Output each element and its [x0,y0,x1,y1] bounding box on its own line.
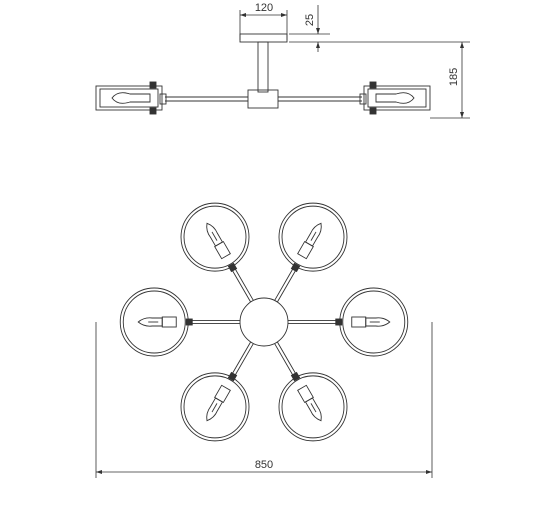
dimension-total-height [330,41,470,119]
dim-label-top-width: 120 [255,2,273,14]
shade-inner-lower-right [281,375,345,439]
lamp-right-side [359,81,431,115]
arm-clip [290,371,301,382]
arm-rod-upper-right-1 [276,268,297,303]
arrow-bottom [460,112,464,118]
shade-inner-lower-left [183,375,247,439]
shade-left-inner [99,88,159,108]
shade-left-side [95,85,163,111]
candle-bulb-icon [290,371,322,422]
dim-label-total-height: 185 [448,68,460,86]
dimension-top-width [239,10,288,40]
shade-lower-right [278,372,348,442]
lamp-arm-lower-left [180,341,254,442]
bulb-glass [304,397,322,422]
lamp-arm-right [288,287,409,357]
arrow-width-right [426,470,432,474]
shade-lower-left [180,372,250,442]
socket-left-side [159,93,167,105]
arrow-right [281,13,287,17]
filament [310,403,317,413]
lamp-left-side [95,81,167,115]
arrow-width-left [96,470,102,474]
lamp-arm-upper-left [180,202,254,303]
side-view [95,33,431,115]
dim-label-overall-width: 850 [255,459,273,471]
hub-side [247,89,279,109]
bulb-left-side [111,92,151,104]
bulb-glass [365,317,391,327]
clip-right-top [369,81,377,89]
socket [161,316,177,328]
socket [214,384,231,404]
socket [297,240,314,260]
clip-left-top [149,81,157,89]
arm-clip [185,318,193,326]
dim-label-canopy-height: 25 [304,14,316,26]
socket [351,316,367,328]
bulb-right-side [375,92,415,104]
socket [297,384,314,404]
clip-right-bottom [369,107,377,115]
dimension-overall-width [95,322,433,478]
arm-clip [227,371,238,382]
arm-rod-lower-left-0 [233,343,254,377]
candle-bulb-icon [206,222,238,273]
arm-rod-upper-right-0 [274,267,295,301]
filament [310,231,317,241]
arrow-up [316,42,320,48]
candle-bulb-icon [290,222,322,273]
shade-right-side [363,85,431,111]
canopy-plate [239,33,288,43]
arm-clip [335,318,343,326]
plan-view [119,202,409,442]
arms-group [119,202,409,442]
stem [257,41,269,93]
shade-inner-upper-right [281,205,345,269]
lamp-arm-lower-right [274,341,348,442]
filament [211,403,218,413]
shade-inner-upper-left [183,205,247,269]
bulb-glass [206,397,224,422]
arm-rod-upper-left-1 [233,267,254,301]
filament [211,231,218,241]
shade-inner-right [342,290,406,354]
arm-rod-lower-right-1 [274,343,295,377]
candle-bulb-icon [206,371,238,422]
shade-upper-right [278,202,348,272]
bulb-glass [304,222,322,247]
arm-rod-lower-left-1 [231,341,252,376]
arm-rod-lower-right-0 [276,341,297,376]
clip-left-bottom [149,107,157,115]
dimension-canopy-height [289,5,330,52]
lamp-arm-upper-right [274,202,348,303]
lamp-arm-left [119,287,240,357]
arrow-top [460,42,464,48]
arm-rod-upper-left-0 [231,268,252,303]
bulb-glass [206,222,224,247]
socket [214,240,231,260]
central-hub [239,297,289,347]
shade-upper-left [180,202,250,272]
arrow-down [316,28,320,34]
arrow-left [240,13,246,17]
arm-clip [290,262,301,273]
shade-right-inner [367,88,427,108]
candle-bulb-icon [335,316,391,328]
socket-right-side [359,93,367,105]
arm-clip [227,262,238,273]
bulb-glass [137,317,163,327]
candle-bulb-icon [137,316,193,328]
shade-inner-left [122,290,186,354]
